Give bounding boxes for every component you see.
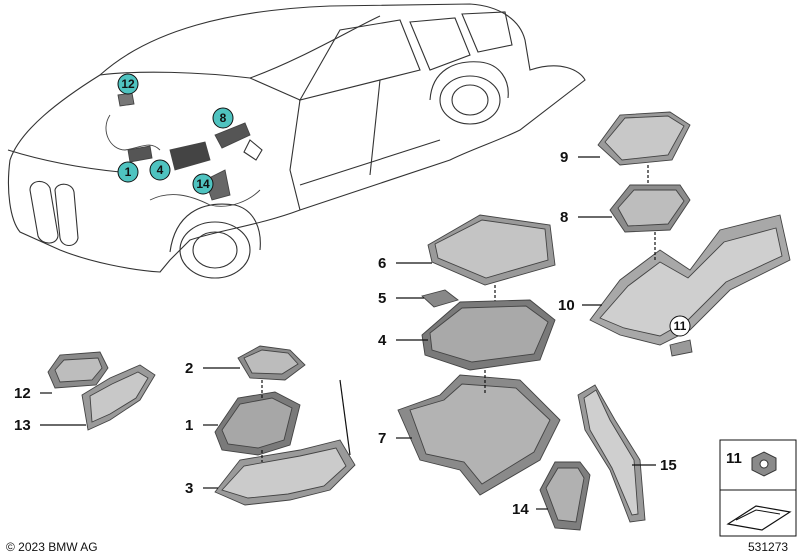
part-14-module	[539, 461, 591, 531]
callout-1: 1	[185, 417, 218, 434]
part-5-insert	[421, 285, 496, 308]
part-8-fuse-carrier	[609, 165, 691, 233]
svg-text:12: 12	[121, 77, 135, 91]
installed-part-1	[127, 145, 153, 163]
callout-2: 2	[185, 360, 240, 377]
svg-text:12: 12	[14, 385, 31, 402]
part-13-bracket	[81, 364, 156, 431]
svg-text:10: 10	[558, 297, 575, 314]
callout-15: 15	[632, 457, 677, 474]
callout-8: 8	[560, 209, 612, 226]
callout-7: 7	[378, 430, 412, 447]
part-10-bracket	[589, 214, 791, 346]
svg-text:3: 3	[185, 480, 193, 497]
part-9-cover	[597, 111, 691, 166]
part-2-carrier	[237, 345, 306, 381]
car-badge-1: 1	[117, 161, 139, 183]
vehicle-installed-parts	[105, 92, 261, 207]
legend-box: 11	[719, 439, 797, 537]
copyright-text: © 2023 BMW AG	[6, 540, 98, 554]
callout-5: 5	[378, 290, 424, 307]
part-4-fuse-box	[421, 299, 556, 371]
svg-text:7: 7	[378, 430, 386, 447]
svg-text:13: 13	[14, 417, 31, 434]
part-7-tray	[397, 370, 561, 496]
svg-text:8: 8	[560, 209, 568, 226]
svg-text:1: 1	[125, 165, 132, 179]
svg-text:15: 15	[660, 457, 677, 474]
svg-text:5: 5	[378, 290, 386, 307]
nut-icon	[751, 451, 777, 477]
car-badge-4: 4	[149, 159, 171, 181]
vehicle-outline	[7, 3, 586, 279]
part-11-nut-in-place	[669, 339, 693, 357]
svg-text:2: 2	[185, 360, 193, 377]
car-badge-8: 8	[212, 107, 234, 129]
svg-text:9: 9	[560, 149, 568, 166]
car-badge-12: 12	[117, 73, 139, 95]
installed-part-14	[204, 169, 231, 201]
svg-text:4: 4	[157, 163, 164, 177]
callout-3: 3	[185, 480, 218, 497]
part-3-base-plate	[214, 379, 356, 506]
svg-text:11: 11	[726, 450, 742, 467]
svg-text:1: 1	[185, 417, 193, 434]
installed-part-8	[214, 122, 251, 149]
svg-text:8: 8	[220, 111, 227, 125]
arrow-icon	[726, 505, 792, 531]
svg-text:14: 14	[512, 501, 529, 518]
part-15-bracket	[577, 384, 646, 523]
svg-text:4: 4	[378, 332, 387, 349]
vehicle-callout-badges: 12 1 4 14 8	[117, 73, 234, 195]
callout-11: 11	[669, 315, 691, 337]
callout-6: 6	[378, 255, 432, 272]
callout-9: 9	[560, 149, 600, 166]
part-1-control-unit	[214, 380, 301, 456]
callout-12: 12	[14, 385, 52, 402]
callout-10: 10	[558, 297, 602, 314]
part-12-module	[47, 351, 109, 389]
svg-text:14: 14	[196, 177, 210, 191]
installed-part-4	[169, 141, 211, 171]
svg-text:6: 6	[378, 255, 386, 272]
callout-14: 14	[512, 501, 548, 518]
document-number: 531273	[748, 540, 789, 554]
part-6-cover	[427, 214, 556, 286]
car-badge-14: 14	[192, 173, 214, 195]
callout-4: 4	[378, 332, 428, 349]
svg-text:11: 11	[674, 319, 687, 333]
installed-part-12	[117, 92, 135, 107]
callout-13: 13	[14, 417, 86, 434]
